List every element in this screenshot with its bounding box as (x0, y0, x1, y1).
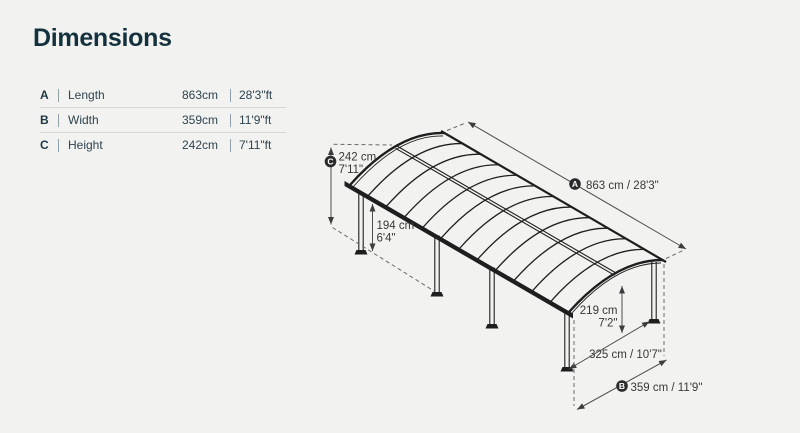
row-letter: C (40, 138, 49, 152)
label-length: A 863 cm / 28'3" (569, 178, 659, 192)
post (560, 311, 574, 372)
row-imperial: 28'3"ft (239, 88, 273, 102)
divider (58, 113, 59, 127)
row-metric: 359cm (181, 113, 218, 127)
arch-clearance-imperial: 7'2" (598, 318, 617, 330)
row-label: Length (68, 88, 105, 102)
length-label: 863 cm / 28'3" (586, 180, 659, 192)
back-eave-beam (440, 130, 667, 263)
row-metric: 242cm (181, 138, 218, 152)
divider (230, 88, 231, 102)
table-row: C Height 242cm 7'11"ft (40, 132, 286, 157)
post (485, 267, 499, 329)
badge-b (616, 380, 628, 392)
row-label: Width (68, 113, 99, 127)
row-metric: 863cm (181, 88, 218, 102)
post-spacing-label: 325 cm / 10'7" (589, 349, 662, 361)
support-posts (354, 192, 661, 372)
height-metric: 242 cm (339, 152, 377, 164)
divider (58, 138, 59, 152)
divider (230, 113, 231, 127)
post (430, 235, 444, 297)
label-post-spacing: 325 cm / 10'7" (589, 349, 662, 361)
divider (230, 138, 231, 152)
badge-c-letter: C (327, 157, 333, 167)
badge-a (569, 178, 581, 190)
row-label: Height (68, 138, 103, 152)
badge-b-letter: B (619, 381, 625, 391)
carport-dimension-drawing: A 863 cm / 28'3" C 242 cm 7'11" 194 cm 6… (324, 121, 702, 410)
row-letter: A (40, 88, 49, 102)
edge-clearance-metric: 194 cm (377, 220, 415, 232)
edge-clearance-imperial: 6'4" (377, 233, 396, 245)
divider (58, 88, 59, 102)
label-edge-clearance: 194 cm 6'4" (377, 220, 415, 245)
front-eave-beam (344, 181, 573, 319)
height-imperial: 7'11" (339, 164, 364, 176)
table-row: B Width 359cm 11'9"ft (40, 107, 286, 132)
label-width: B 359 cm / 11'9" (616, 380, 702, 394)
page-title: Dimensions (33, 24, 172, 52)
post (647, 262, 661, 324)
row-imperial: 11'9"ft (239, 113, 272, 127)
table-row: A Length 863cm 28'3"ft (40, 83, 286, 107)
width-label: 359 cm / 11'9" (631, 382, 703, 394)
arch-clearance-metric: 219 cm (580, 305, 618, 317)
ridge-beam (395, 145, 617, 276)
dimensions-table: A Length 863cm 28'3"ft B Width 359cm 11'… (40, 83, 286, 157)
row-letter: B (40, 113, 49, 127)
badge-c (324, 155, 337, 168)
row-imperial: 7'11"ft (239, 138, 272, 152)
post (354, 192, 368, 255)
label-height: C 242 cm 7'11" (324, 152, 377, 176)
label-arch-clearance: 219 cm 7'2" (580, 305, 618, 330)
badge-a-letter: A (572, 179, 578, 189)
